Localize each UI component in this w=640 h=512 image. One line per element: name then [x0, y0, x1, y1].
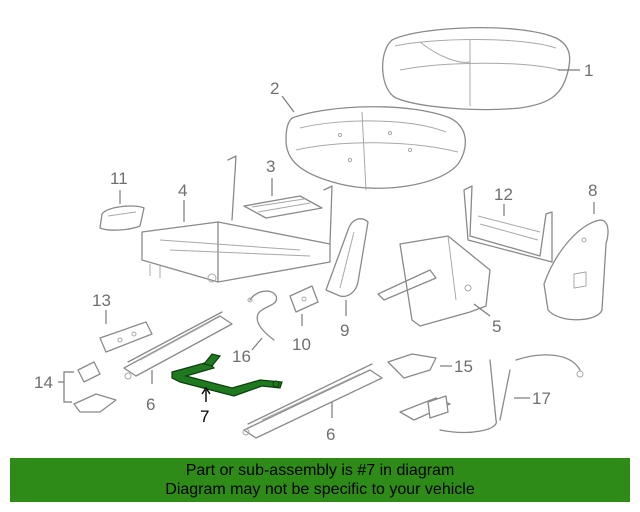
callout-3: 3	[266, 157, 275, 176]
part-8-side-shield	[543, 219, 609, 321]
part-5-bracket	[377, 235, 491, 327]
part-9-side-panel	[325, 218, 369, 298]
callout-2: 2	[270, 79, 279, 98]
leader-2	[281, 95, 295, 113]
parts-diagram: 1 2 3 4 5	[34, 27, 609, 444]
leader-5	[473, 303, 491, 317]
part-1-cushion-pad	[381, 27, 571, 111]
part-15-cover	[387, 353, 437, 379]
leader-7	[201, 386, 211, 402]
callout-11: 11	[110, 169, 128, 188]
part-13-switch	[99, 321, 153, 353]
callout-13: 13	[92, 291, 111, 310]
callout-7: 7	[200, 407, 209, 426]
part-17-cable-assembly	[399, 354, 584, 433]
info-banner: Part or sub-assembly is #7 in diagram Di…	[10, 458, 630, 502]
callout-16: 16	[232, 347, 251, 366]
part-2-cushion-cover	[285, 106, 466, 191]
callout-10: 10	[292, 335, 311, 354]
leader-16	[251, 337, 263, 351]
part-16-cable	[247, 290, 278, 341]
callout-4: 4	[178, 181, 187, 200]
callout-17: 17	[532, 389, 551, 408]
callout-15: 15	[454, 357, 473, 376]
callout-1: 1	[584, 61, 593, 80]
callout-14: 14	[34, 373, 53, 392]
part-3-heater-pad	[243, 195, 323, 219]
callout-12: 12	[494, 185, 513, 204]
part-11-handle	[99, 205, 145, 231]
part-12-back-frame	[463, 185, 553, 263]
part-6-seat-track-right	[242, 363, 383, 439]
callout-9: 9	[340, 321, 349, 340]
part-6-seat-track-left	[123, 311, 233, 380]
part-14-clips	[73, 361, 117, 413]
banner-line-1: Part or sub-assembly is #7 in diagram	[185, 462, 455, 479]
leader-14	[58, 371, 74, 403]
part-4-seat-frame	[141, 155, 333, 283]
part-7-highlighted[interactable]	[171, 353, 283, 397]
callout-8: 8	[588, 181, 597, 200]
callout-5: 5	[492, 317, 501, 336]
callout-6b: 6	[326, 425, 335, 444]
part-10-cover	[289, 285, 319, 313]
banner-line-2: Diagram may not be specific to your vehi…	[165, 481, 475, 498]
callout-6a: 6	[146, 395, 155, 414]
